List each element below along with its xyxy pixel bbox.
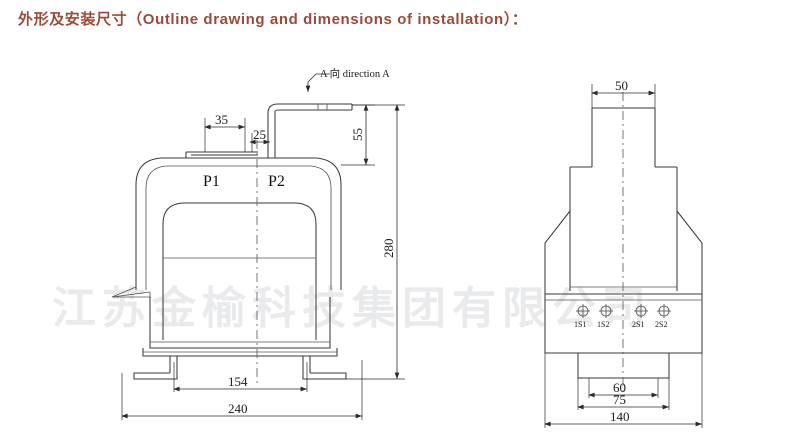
direction-a-note: A 向 direction A	[320, 67, 390, 80]
label-p1: P1	[203, 173, 220, 190]
label-p2: P2	[268, 173, 285, 190]
terminal-label-2s1: 2S1	[632, 320, 644, 329]
dim-140: 140	[610, 409, 630, 424]
dim-55: 55	[350, 128, 365, 141]
terminal-label-1s1: 1S1	[574, 320, 586, 329]
page-title: 外形及安装尺寸（Outline drawing and dimensions o…	[18, 11, 528, 28]
watermark: 江苏金榆科技集团有限公司	[52, 284, 652, 333]
front-view-geometry	[111, 103, 353, 385]
dim-50: 50	[615, 78, 628, 93]
dim-25: 25	[253, 127, 266, 142]
terminal-label-2s2: 2S2	[655, 320, 667, 329]
dim-154: 154	[228, 374, 248, 389]
side-view-annotations: 1S1 1S2 2S1 2S2 50 60 75 140	[544, 78, 703, 428]
dim-240: 240	[228, 401, 248, 416]
dim-280: 280	[381, 239, 396, 259]
dim-75: 75	[613, 392, 626, 407]
dim-35: 35	[215, 112, 228, 127]
front-view-annotations: A 向 direction A P1 P2 35 25 55 280	[121, 67, 405, 420]
dim-60: 60	[613, 380, 626, 395]
side-view-geometry	[544, 92, 703, 392]
terminal-screws	[576, 304, 671, 318]
terminal-label-1s2: 1S2	[597, 320, 609, 329]
